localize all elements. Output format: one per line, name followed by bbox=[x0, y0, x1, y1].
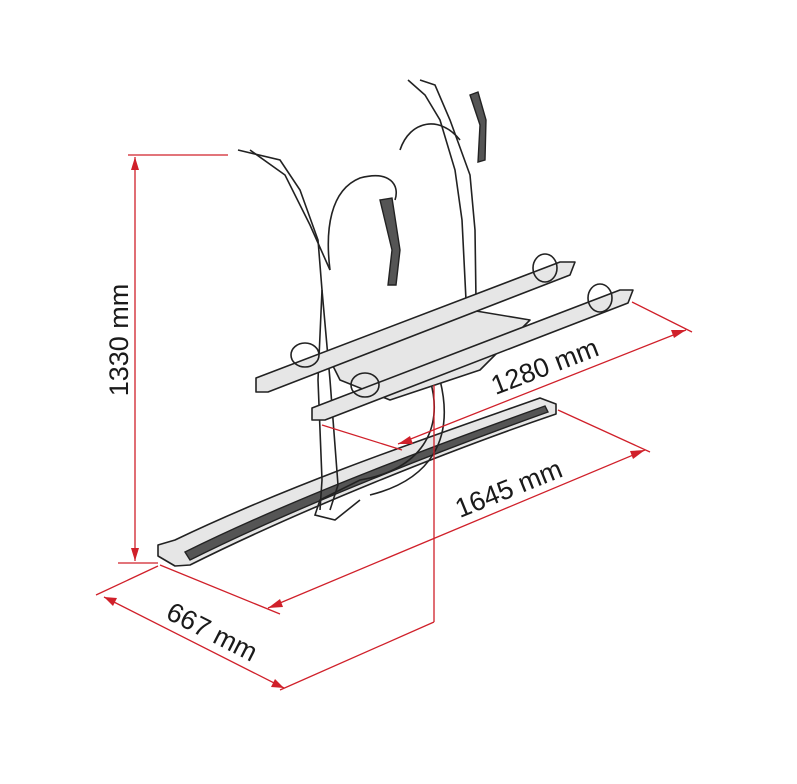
rail-upper bbox=[255, 261, 576, 393]
base-bar-channel bbox=[183, 405, 549, 561]
top-strap bbox=[469, 91, 487, 163]
strap bbox=[379, 197, 401, 286]
bike-rack bbox=[157, 79, 634, 567]
right-frame-arm bbox=[407, 79, 467, 301]
left-frame-arm bbox=[237, 149, 323, 511]
dimension-height-label: 1330 mm bbox=[104, 284, 134, 397]
dimension-depth: 667 mm bbox=[95, 385, 435, 691]
dimension-base-length-label: 1645 mm bbox=[451, 454, 567, 524]
dimension-height: 1330 mm bbox=[104, 154, 228, 564]
dimension-depth-label: 667 mm bbox=[162, 596, 263, 667]
rail-lower bbox=[311, 289, 634, 421]
